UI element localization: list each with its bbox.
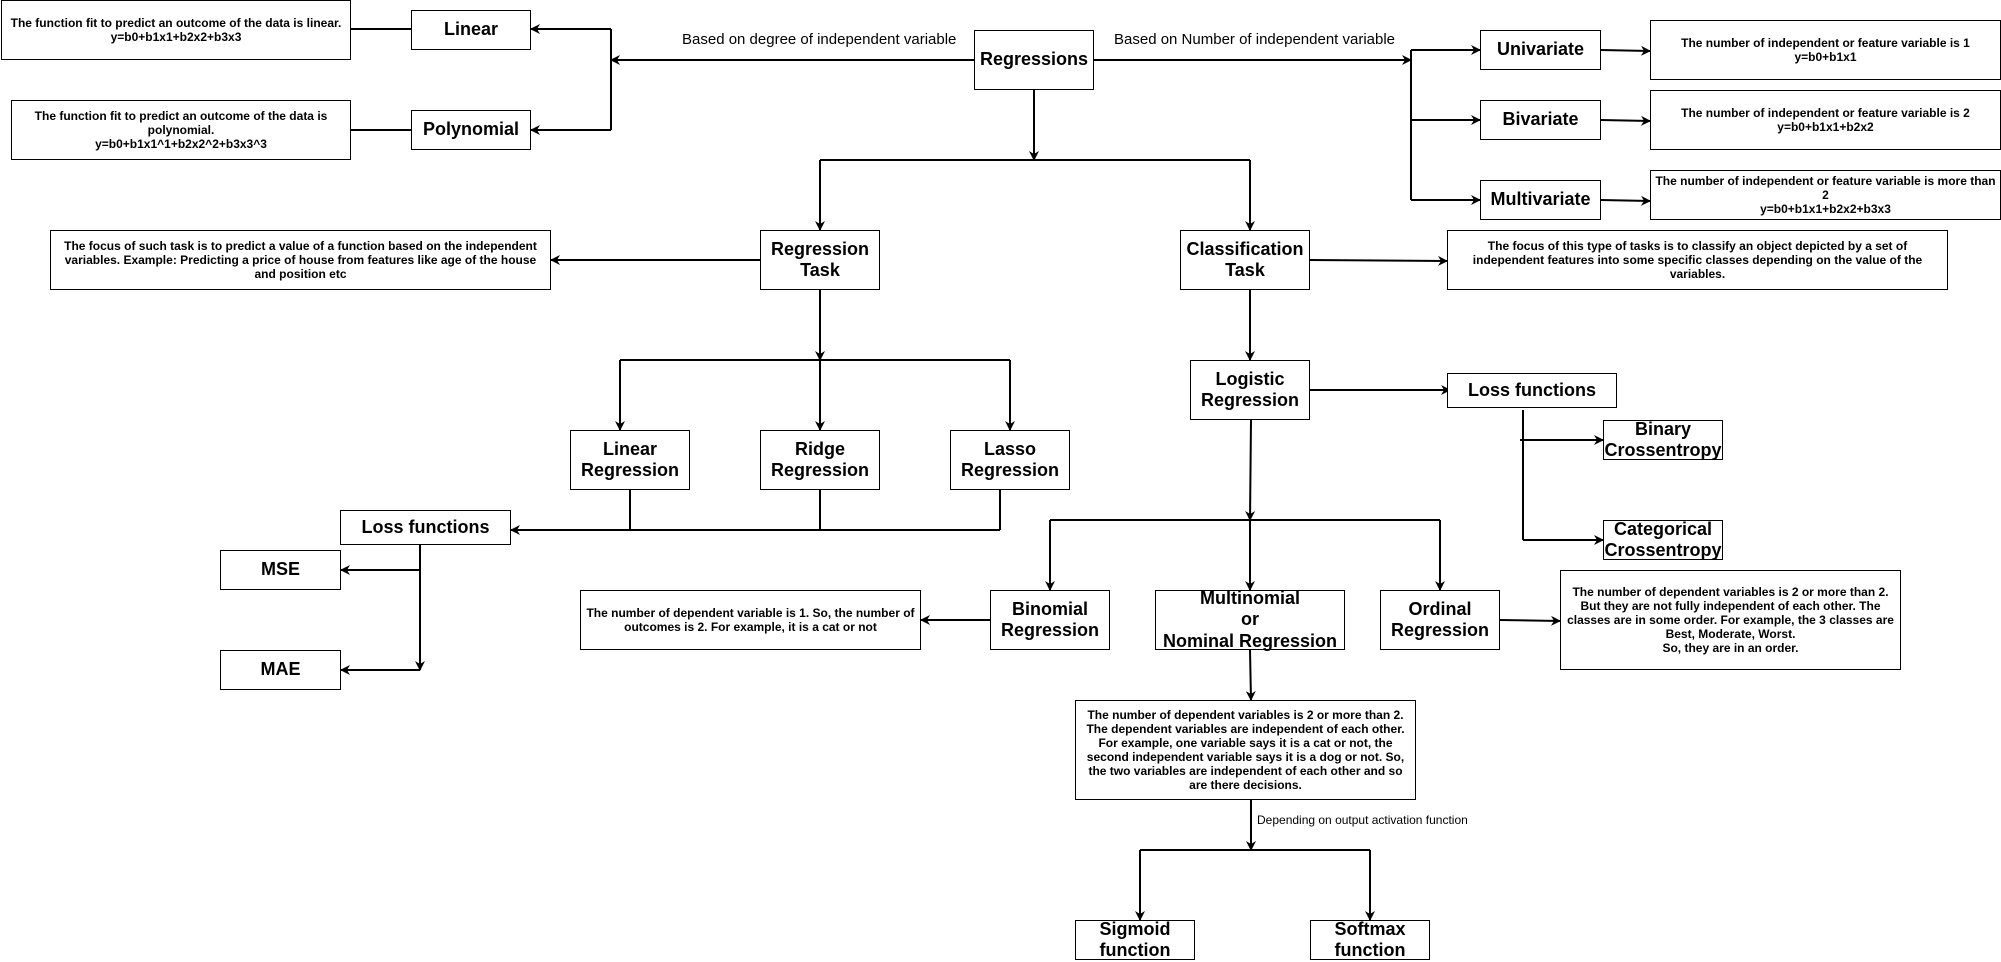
node-mae: MAE xyxy=(220,650,341,690)
node-classification-task-desc: The focus of this type of tasks is to cl… xyxy=(1447,230,1948,290)
node-loss-functions-regression: Loss functions xyxy=(340,510,511,545)
node-ridge-regression: Ridge Regression xyxy=(760,430,880,490)
node-regressions: Regressions xyxy=(974,30,1094,90)
node-bivariate: Bivariate xyxy=(1480,100,1601,140)
node-ordinal-desc: The number of dependent variables is 2 o… xyxy=(1560,570,1901,670)
node-softmax-function: Softmax function xyxy=(1310,919,1430,960)
node-polynomial-desc: The function fit to predict an outcome o… xyxy=(11,100,351,160)
node-mse: MSE xyxy=(220,550,341,590)
node-multivariate: Multivariate xyxy=(1480,180,1601,220)
node-linear-desc: The function fit to predict an outcome o… xyxy=(1,0,351,60)
node-polynomial: Polynomial xyxy=(411,110,531,150)
edge-label-number: Based on Number of independent variable xyxy=(1114,31,1396,48)
node-bivariate-desc: The number of independent or feature var… xyxy=(1650,90,2001,150)
node-multinomial-regression: Multinomial or Nominal Regression xyxy=(1155,588,1345,651)
node-linear-regression: Linear Regression xyxy=(570,430,690,490)
node-regression-task-desc: The focus of such task is to predict a v… xyxy=(50,230,551,290)
node-logistic-regression: Logistic Regression xyxy=(1190,360,1310,420)
node-lasso-regression: Lasso Regression xyxy=(950,430,1070,490)
node-sigmoid-function: Sigmoid function xyxy=(1075,919,1195,960)
node-categorical-crossentropy: Categorical Crossentropy xyxy=(1603,518,1723,560)
node-univariate-desc: The number of independent or feature var… xyxy=(1650,20,2001,80)
edge-label-degree: Based on degree of independent variable xyxy=(682,31,957,48)
node-regression-task: Regression Task xyxy=(760,230,880,290)
node-classification-task: Classification Task xyxy=(1180,230,1310,290)
node-binomial-desc: The number of dependent variable is 1. S… xyxy=(580,590,921,650)
node-binomial-regression: Binomial Regression xyxy=(990,590,1110,650)
edge-label-activation: Depending on output activation function xyxy=(1257,813,1468,827)
node-univariate: Univariate xyxy=(1480,30,1601,70)
node-multinomial-desc: The number of dependent variables is 2 o… xyxy=(1075,700,1416,800)
node-multivariate-desc: The number of independent or feature var… xyxy=(1650,170,2001,220)
node-loss-functions-classification: Loss functions xyxy=(1447,373,1617,408)
node-ordinal-regression: Ordinal Regression xyxy=(1380,590,1500,650)
node-linear: Linear xyxy=(411,10,531,50)
node-binary-crossentropy: Binary Crossentropy xyxy=(1603,418,1723,460)
